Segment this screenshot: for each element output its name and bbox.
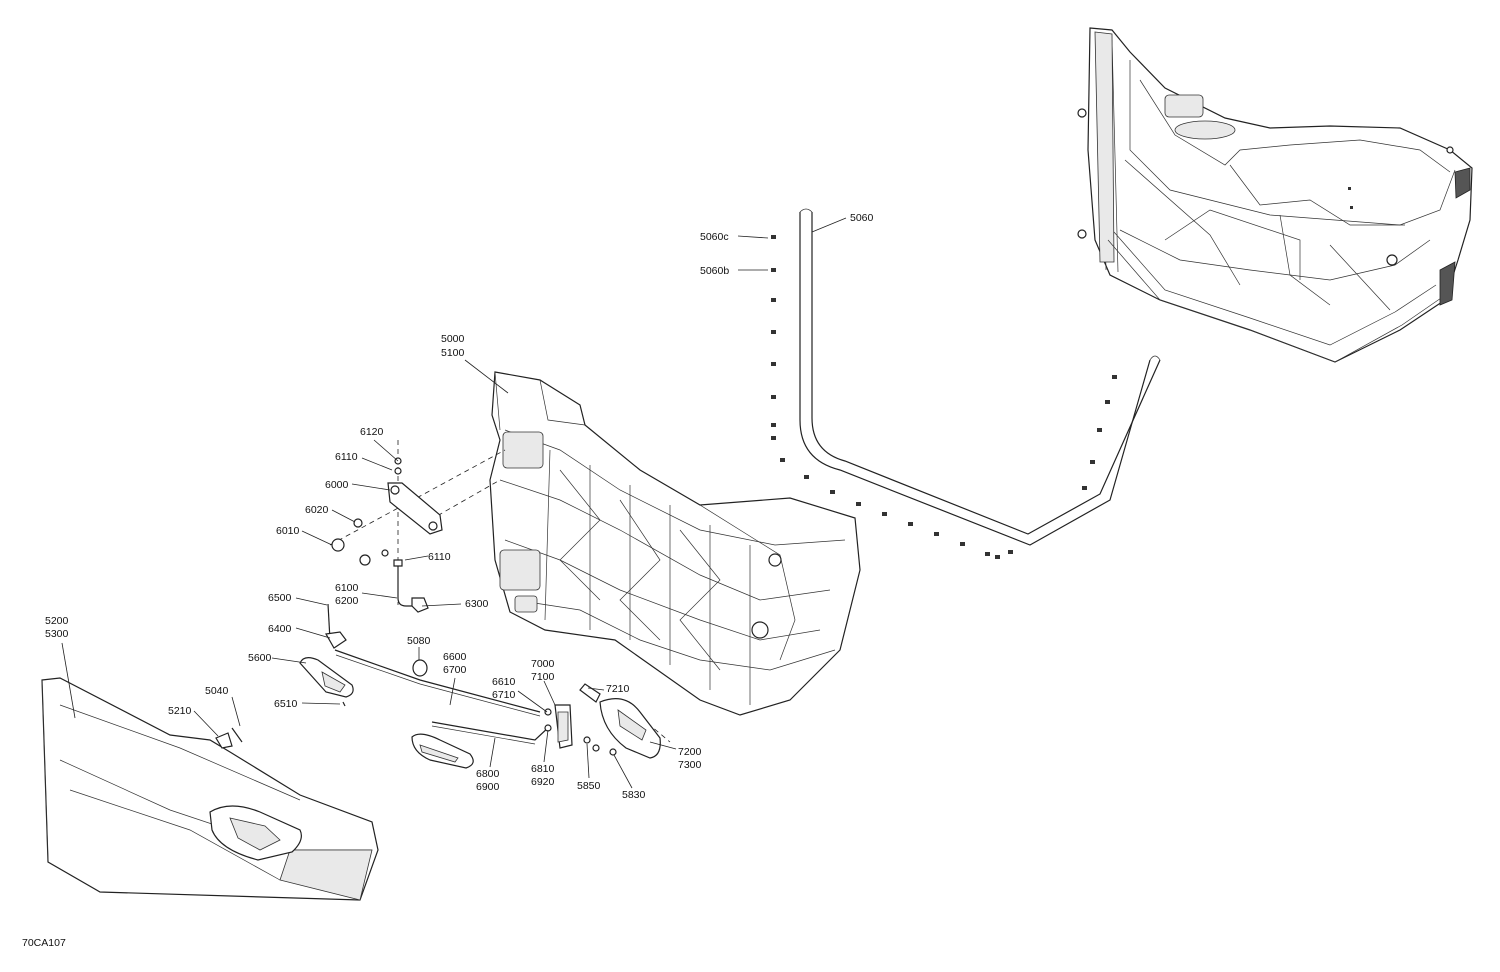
outer-door-panel (41, 677, 379, 901)
callout-5040: 5040 (205, 685, 229, 697)
callout-6020: 6020 (305, 504, 329, 516)
callout-6810: 6810 (531, 763, 555, 775)
callout-5060: 5060 (850, 212, 874, 224)
callout-6110-lower: 6110 (428, 551, 451, 563)
callout-5600: 5600 (248, 652, 272, 664)
callout-5100: 5100 (441, 347, 465, 359)
latch-mechanism (299, 603, 661, 769)
callout-6300: 6300 (465, 598, 489, 610)
hinge-parts (331, 457, 443, 613)
callout-5000: 5000 (441, 333, 465, 345)
callout-6200: 6200 (335, 595, 359, 607)
callout-6600: 6600 (443, 651, 467, 663)
callout-5060c: 5060c (700, 231, 729, 243)
callout-5850: 5850 (577, 780, 601, 792)
figure-code: 70CA107 (22, 937, 66, 949)
callout-6900: 6900 (476, 781, 500, 793)
callout-6710: 6710 (492, 689, 516, 701)
callout-6120: 6120 (360, 426, 384, 438)
leader-lines (61, 217, 847, 789)
callout-6800: 6800 (476, 768, 500, 780)
callout-5080: 5080 (407, 635, 431, 647)
callout-5200: 5200 (45, 615, 69, 627)
door-frame-assembly (1077, 27, 1473, 363)
callout-labels: 5060 5060c 5060b 5000 5100 6120 6110 600… (22, 212, 874, 949)
callout-5830: 5830 (622, 789, 646, 801)
seal-clips (771, 235, 1117, 559)
callout-7000: 7000 (531, 658, 555, 670)
callout-6700: 6700 (443, 664, 467, 676)
callout-6510: 6510 (274, 698, 298, 710)
callout-7200: 7200 (678, 746, 702, 758)
callout-6500: 6500 (268, 592, 292, 604)
weather-seal (799, 208, 1161, 546)
callout-7100: 7100 (531, 671, 555, 683)
callout-6100: 6100 (335, 582, 359, 594)
callout-6610: 6610 (492, 676, 516, 688)
callout-5210: 5210 (168, 705, 192, 717)
callout-6010: 6010 (276, 525, 300, 537)
callout-6110-upper: 6110 (335, 451, 358, 463)
callout-6400: 6400 (268, 623, 292, 635)
callout-7300: 7300 (678, 759, 702, 771)
callout-6000: 6000 (325, 479, 349, 491)
callout-7210: 7210 (606, 683, 630, 695)
callout-5060b: 5060b (700, 265, 729, 277)
callout-5300: 5300 (45, 628, 69, 640)
callout-6920: 6920 (531, 776, 555, 788)
inner-door-panel (489, 371, 861, 716)
